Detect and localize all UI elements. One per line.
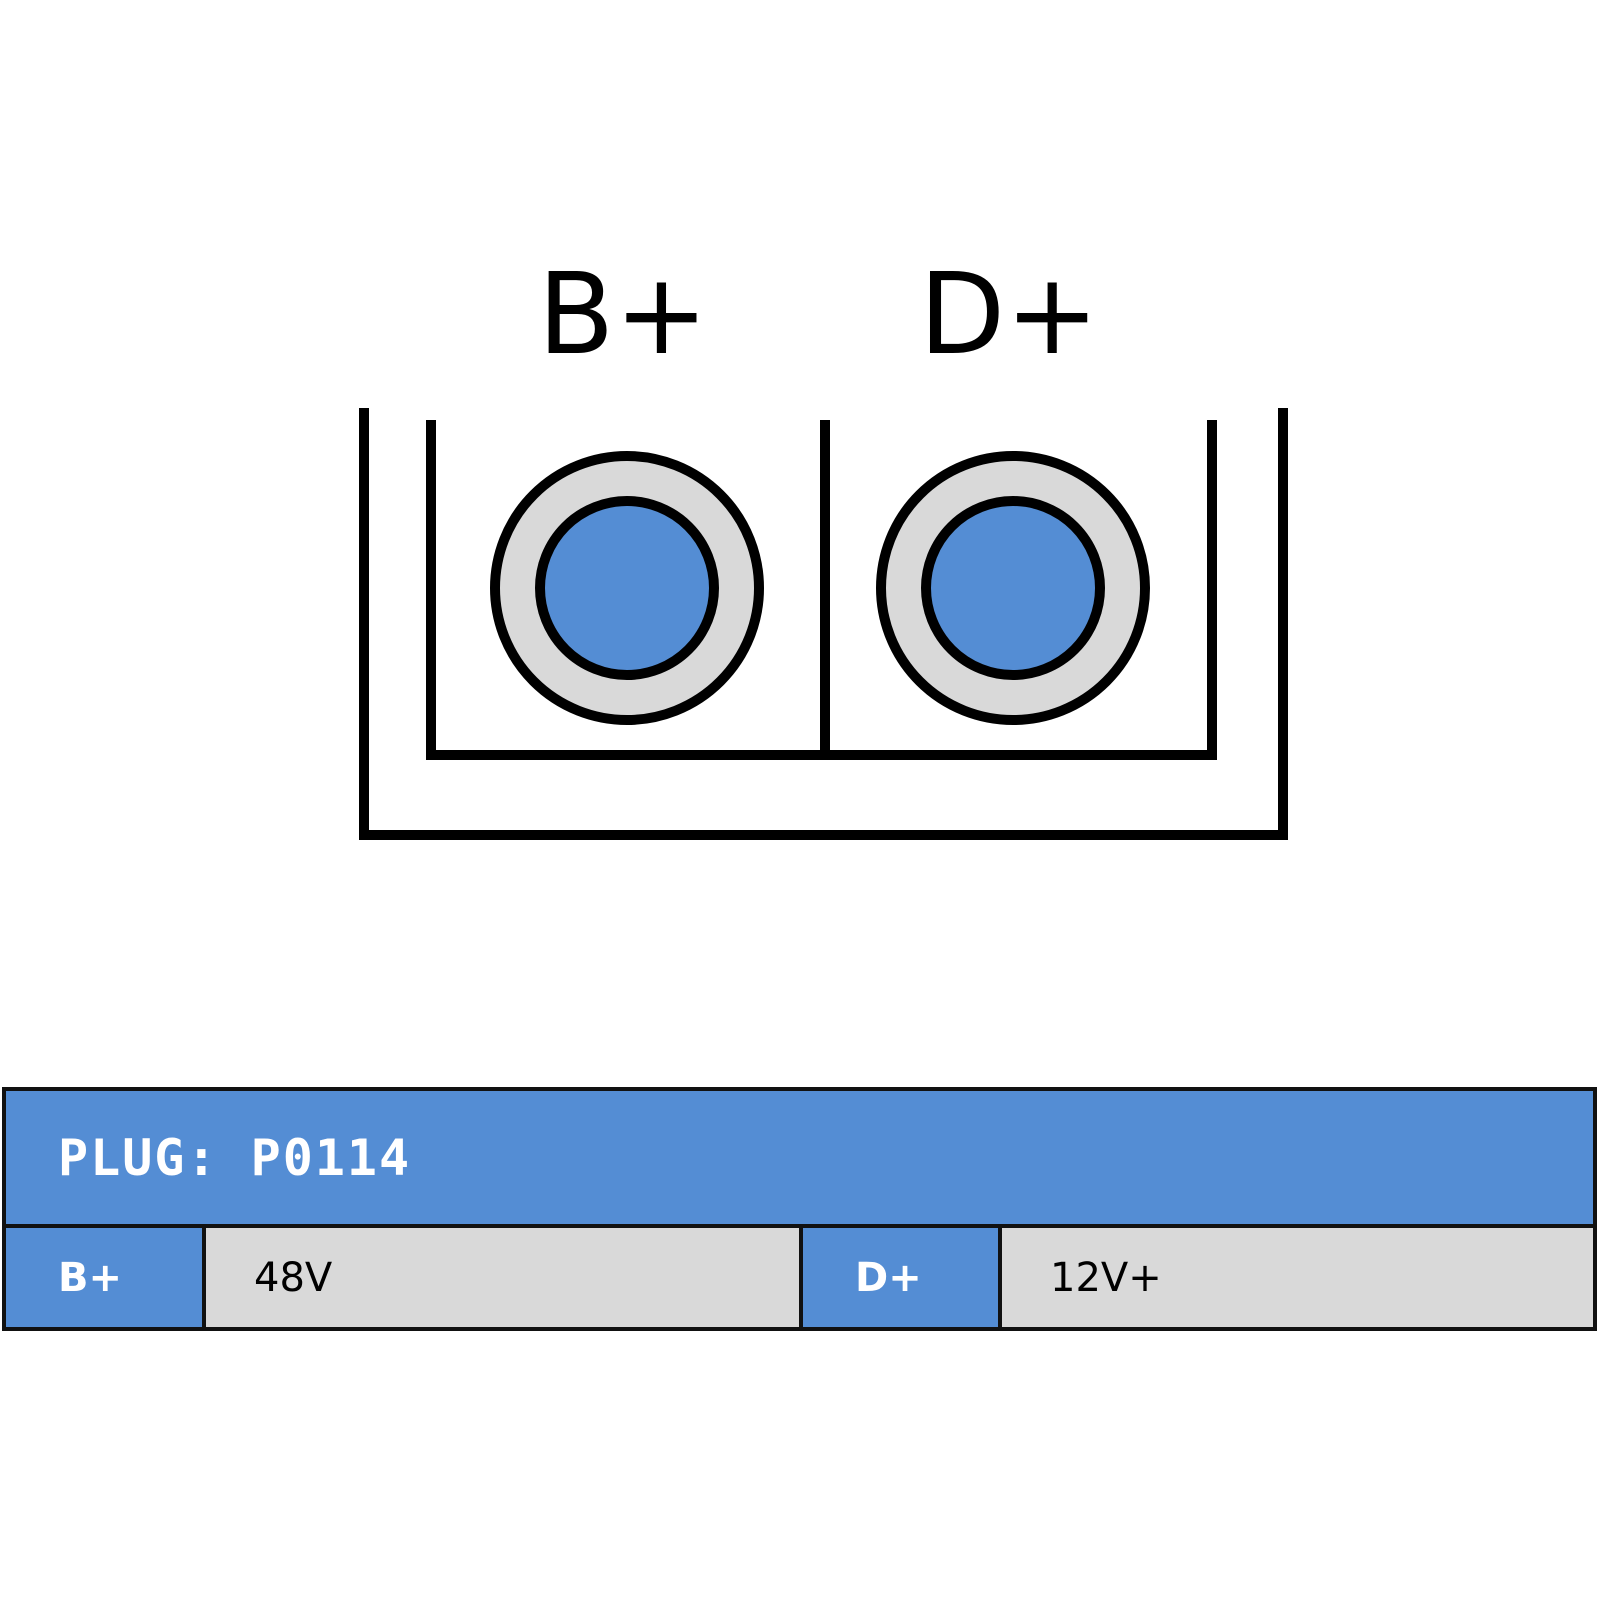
pin-value-d-plus: 12V+: [1050, 1254, 1162, 1301]
value-cell-d-plus: 12V+: [1002, 1228, 1593, 1327]
pin-b-plus: [490, 451, 764, 725]
pin-b-plus-core: [535, 496, 719, 680]
pin-cell-d-plus: D+: [803, 1228, 1002, 1327]
pin-label-b-plus: B+: [538, 250, 709, 380]
connector-diagram: B+ D+: [359, 250, 1288, 840]
pin-d-plus-core: [921, 496, 1105, 680]
pin-name-b-plus: B+: [58, 1254, 123, 1301]
pin-d-plus: [876, 451, 1150, 725]
pin-label-d-plus: D+: [919, 250, 1099, 380]
plug-table-header: PLUG: P0114: [6, 1091, 1593, 1228]
plug-title: PLUG: P0114: [58, 1128, 412, 1187]
pin-cell-b-plus: B+: [6, 1228, 206, 1327]
value-cell-b-plus: 48V: [206, 1228, 803, 1327]
plug-table: PLUG: P0114 B+ 48V D+ 12V+: [2, 1087, 1597, 1331]
pin-value-b-plus: 48V: [254, 1254, 333, 1301]
outer-housing: [359, 408, 1288, 840]
plug-table-row: B+ 48V D+ 12V+: [6, 1228, 1593, 1327]
pin-name-d-plus: D+: [855, 1254, 922, 1301]
